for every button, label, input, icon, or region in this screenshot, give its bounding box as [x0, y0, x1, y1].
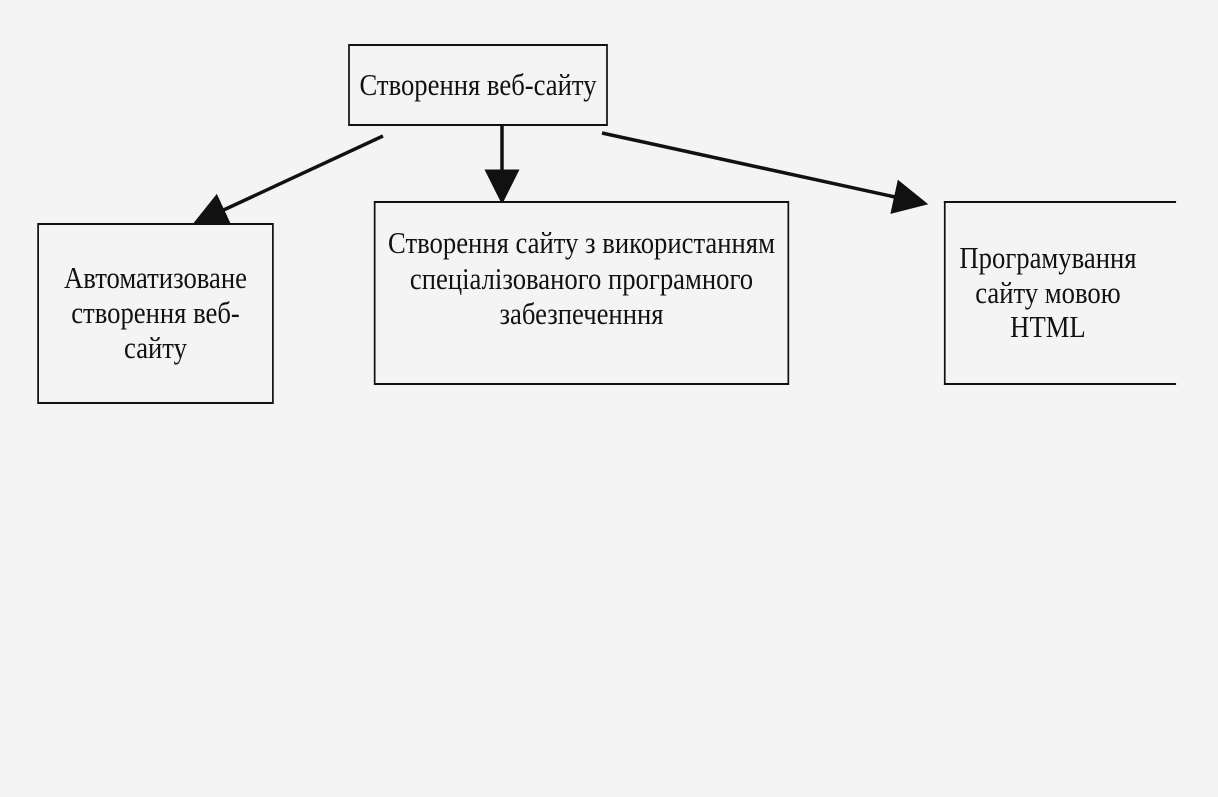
specialized-software-node: Створення сайту з використанням спеціалі… — [373, 201, 790, 385]
root-node: Створення веб-сайту — [348, 44, 608, 126]
root-node-label: Створення веб-сайту — [359, 66, 597, 102]
specialized-software-label: Створення сайту з використанням спеціалі… — [388, 225, 775, 332]
arrow-to-right-node — [601, 131, 929, 214]
arrow-to-left-node — [192, 134, 384, 226]
automated-creation-node: Автоматизоване створення веб-сайту — [37, 223, 274, 404]
automated-creation-label: Автоматизоване створення веб-сайту — [64, 260, 247, 365]
html-programming-node: Програмування сайту мовою HTML — [943, 201, 1177, 385]
html-programming-label: Програмування сайту мовою HTML — [959, 239, 1137, 345]
